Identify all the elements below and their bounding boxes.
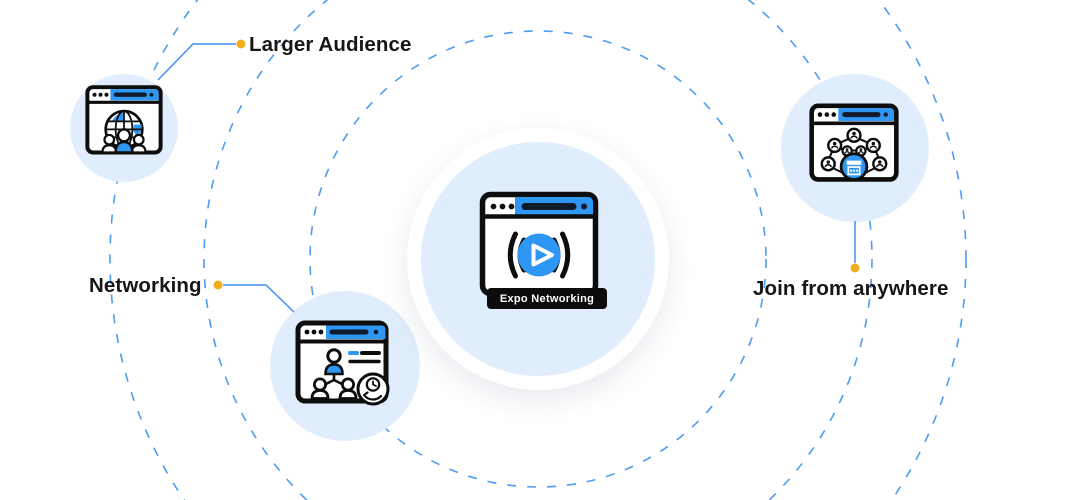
browser-org-chart-clock-icon bbox=[295, 320, 390, 406]
browser-livestream-play-icon bbox=[479, 191, 599, 297]
dashed-ring-2 bbox=[309, 30, 767, 488]
expo-networking-badge: Expo Networking bbox=[487, 288, 607, 309]
join-from-anywhere-label: Join from anywhere bbox=[753, 277, 949, 300]
networking-marker-dot bbox=[213, 280, 223, 290]
join-from-anywhere-marker-dot bbox=[850, 263, 860, 273]
browser-globe-audience-icon bbox=[85, 85, 163, 155]
networking-connector bbox=[223, 284, 295, 313]
browser-people-network-booth-icon bbox=[809, 103, 899, 182]
larger-audience-connector bbox=[157, 43, 236, 81]
networking-label: Networking bbox=[89, 274, 202, 297]
dashed-ring-4 bbox=[109, 0, 967, 500]
larger-audience-marker-dot bbox=[236, 39, 246, 49]
larger-audience-label: Larger Audience bbox=[249, 33, 412, 56]
dashed-ring-3 bbox=[203, 0, 873, 500]
